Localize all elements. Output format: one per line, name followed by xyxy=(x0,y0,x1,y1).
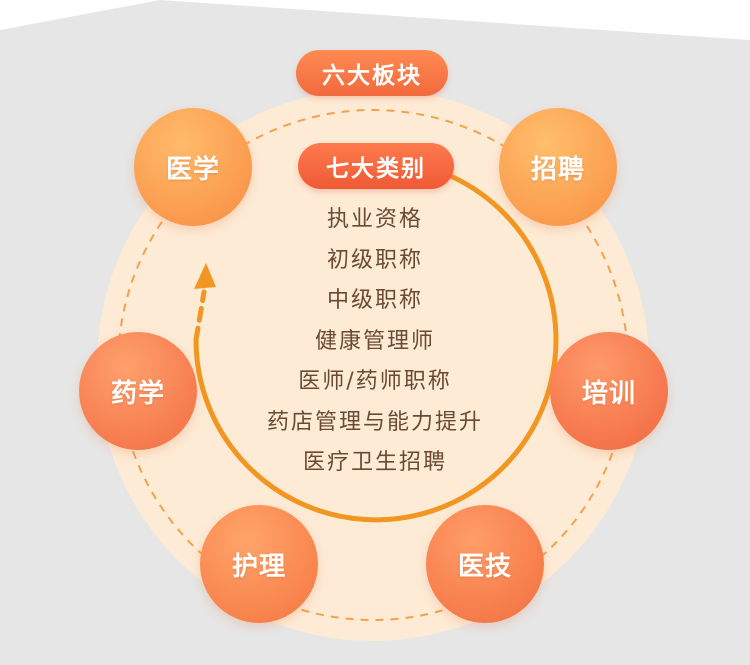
outer-soft-ring xyxy=(97,89,649,641)
seven-categories-pill: 七大类别 xyxy=(298,143,454,189)
sector-label: 医技 xyxy=(457,551,512,582)
arrowhead-icon xyxy=(194,263,216,289)
sector-node-yaoxue: 药学 xyxy=(79,332,197,450)
six-sectors-pill: 六大板块 xyxy=(296,50,448,96)
category-item: 药店管理与能力提升 xyxy=(266,409,483,435)
category-item: 健康管理师 xyxy=(314,328,435,354)
sector-node-zhaopin: 招聘 xyxy=(499,108,617,226)
category-list: 执业资格 初级职称 中级职称 健康管理师 医师/药师职称 药店管理与能力提升 医… xyxy=(235,200,515,484)
category-item: 医师/药师职称 xyxy=(298,369,452,394)
category-item: 医疗卫生招聘 xyxy=(302,450,447,475)
category-item: 执业资格 xyxy=(326,207,423,232)
orange-arrow-dashed xyxy=(193,289,207,343)
sector-label: 药学 xyxy=(110,378,165,409)
category-item: 中级职称 xyxy=(326,288,423,313)
sector-node-yixue: 医学 xyxy=(134,108,252,226)
sector-label: 培训 xyxy=(581,378,636,409)
orange-arrow-path xyxy=(193,171,559,523)
sector-label: 护理 xyxy=(231,551,286,582)
sector-label: 医学 xyxy=(165,154,220,185)
sector-label: 招聘 xyxy=(530,154,585,185)
sector-node-huli: 护理 xyxy=(200,505,318,623)
category-item: 初级职称 xyxy=(326,247,423,273)
sector-node-yiji: 医技 xyxy=(426,505,544,623)
sector-node-peixun: 培训 xyxy=(550,332,668,450)
